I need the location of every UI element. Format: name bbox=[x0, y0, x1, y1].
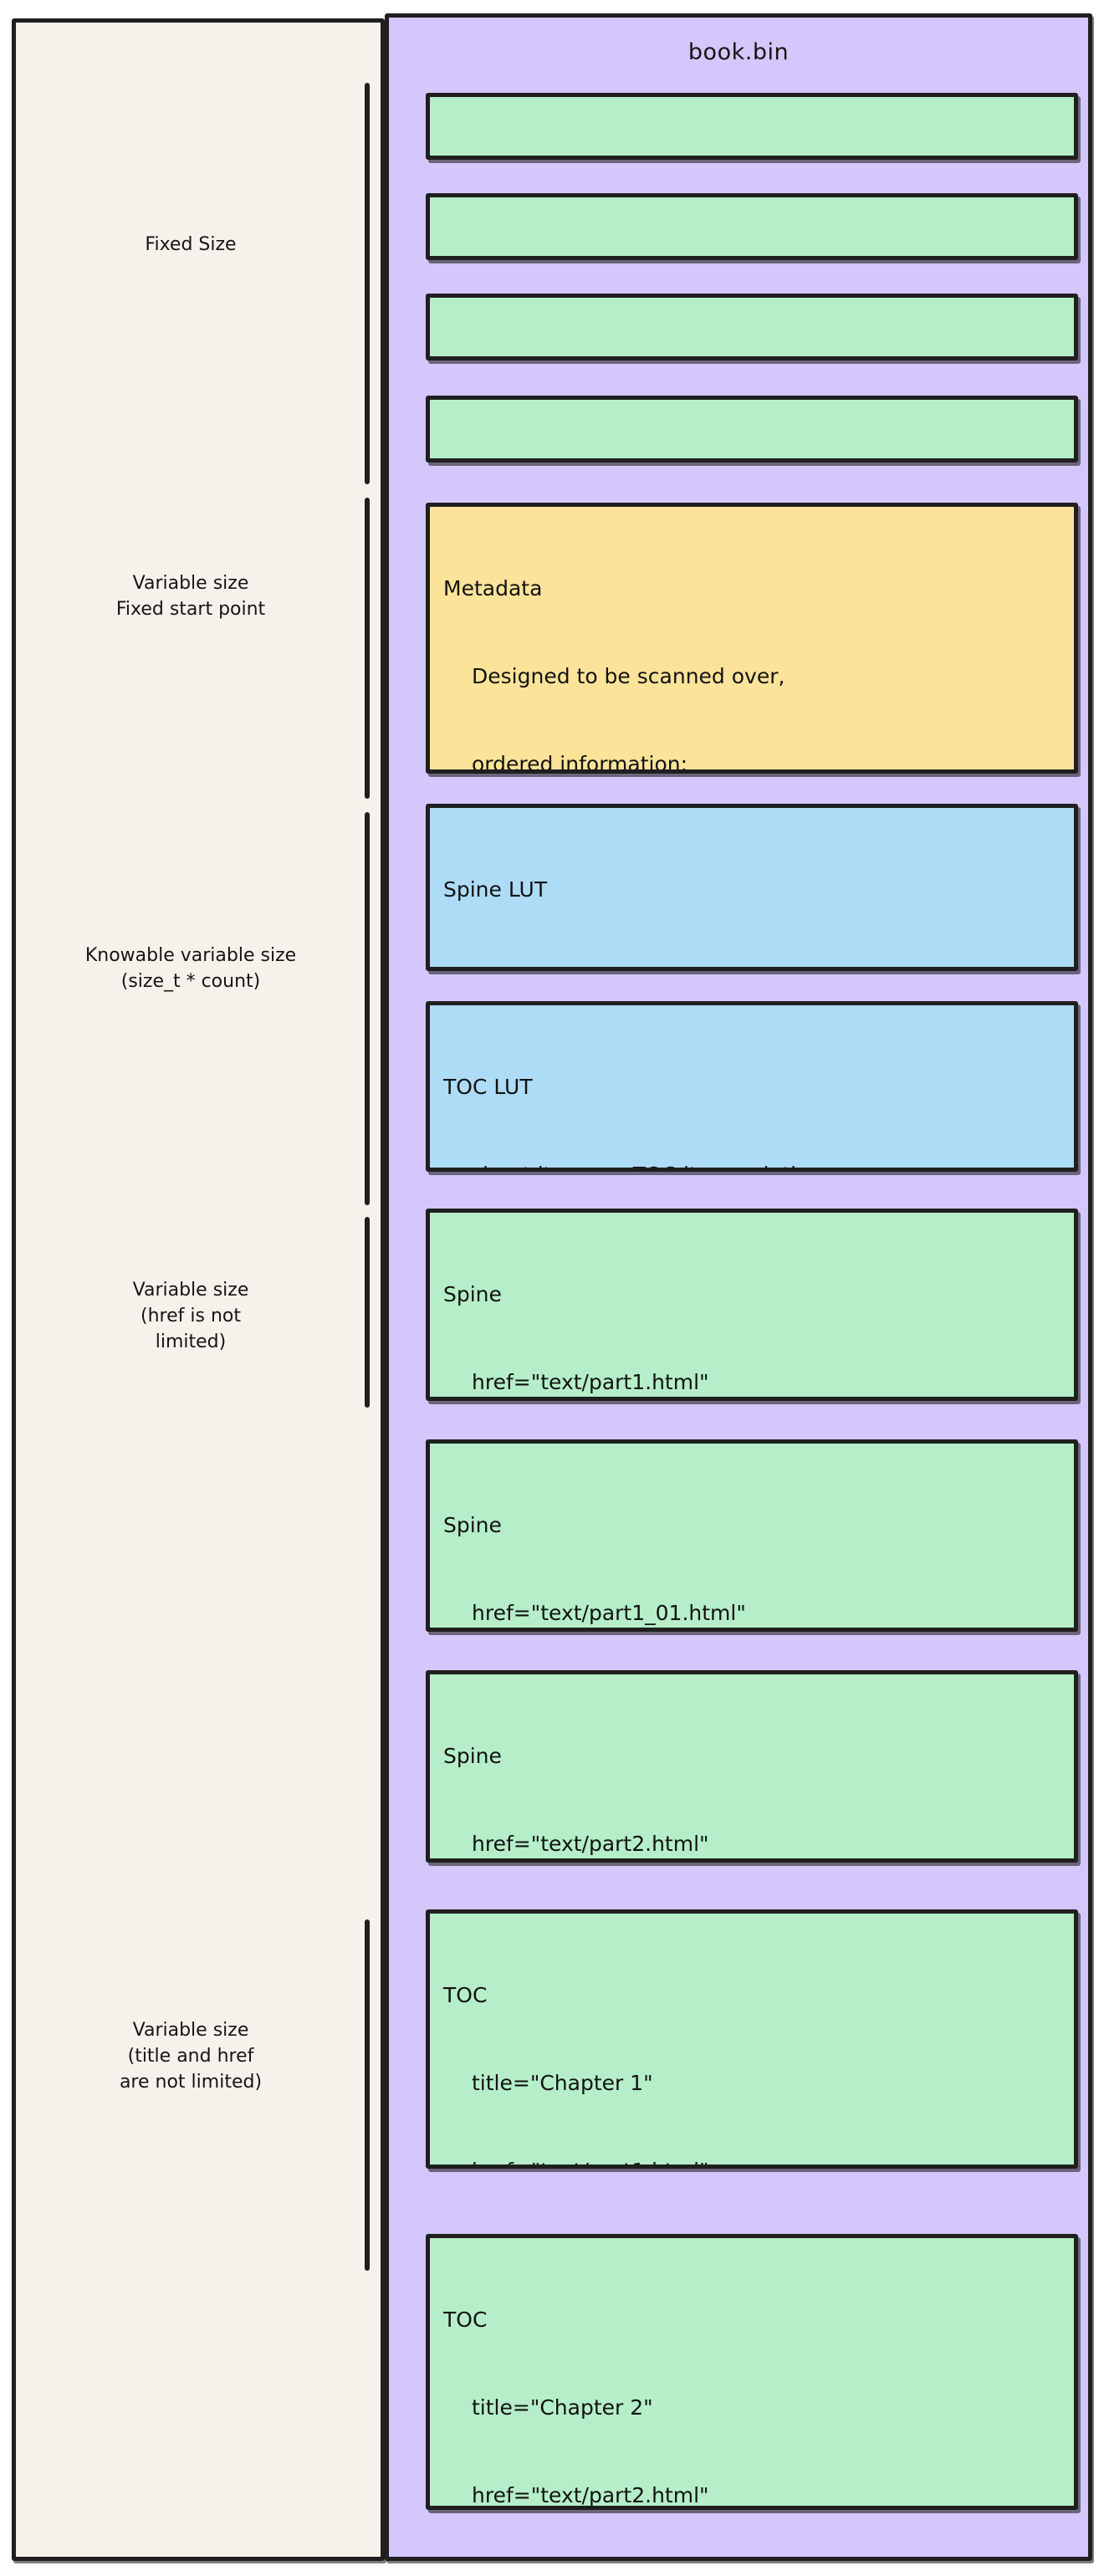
label-variable-href-line-1: Variable size bbox=[132, 1280, 249, 1301]
record-spine-2-href: href="text/part1_01.html" bbox=[472, 1601, 746, 1625]
record-spine-2: Spine href="text/part1_01.html" cumSize=… bbox=[426, 1439, 1078, 1632]
label-variable-title-href-line-1: Variable size bbox=[132, 2020, 249, 2041]
brace-variable-fixed-start bbox=[365, 498, 370, 799]
label-variable-href-line-2: (href is not bbox=[141, 1306, 241, 1326]
record-toc-2-title: TOC bbox=[443, 2308, 488, 2332]
record-lut-offset: LUT Offset bbox=[426, 193, 1078, 260]
label-knowable-variable: Knowable variable size (size_t * count) bbox=[28, 943, 354, 994]
label-knowable-variable-line-2: (size_t * count) bbox=[120, 971, 261, 992]
record-toc-1-href: href="text/part1.html" bbox=[443, 2156, 1062, 2165]
record-spine-1-href: href="text/part1.html" bbox=[472, 1370, 709, 1394]
brace-variable-title-href bbox=[365, 1919, 370, 2271]
record-spine-3-href: href="text/part2.html" bbox=[472, 1832, 709, 1856]
label-variable-fixed-start-line-2: Fixed start point bbox=[115, 599, 266, 620]
record-metadata-title: Metadata bbox=[443, 576, 543, 601]
label-variable-href-line-3: limited) bbox=[155, 1331, 227, 1352]
record-toc-lut-line-1: size_t item per TOC item pointing bbox=[443, 1160, 1062, 1168]
record-toc-2-title-attr: title="Chapter 2" bbox=[472, 2395, 653, 2420]
record-spine-1: Spine href="text/part1.html" cumSize=123… bbox=[426, 1209, 1078, 1401]
record-toc-count: TOC count bbox=[426, 396, 1078, 463]
record-spine-lut-title: Spine LUT bbox=[443, 877, 548, 902]
record-toc-lut: TOC LUT size_t item per TOC item pointin… bbox=[426, 1001, 1078, 1172]
brace-knowable-variable bbox=[365, 812, 370, 1205]
label-variable-title-href: Variable size (title and href are not li… bbox=[28, 2017, 354, 2095]
record-spine-3: Spine href="text/part2.html" cumSize=123… bbox=[426, 1670, 1078, 1863]
record-spine-lut-line-1: size_t item per spine item pointing bbox=[443, 963, 1062, 967]
record-spine-lut: Spine LUT size_t item per spine item poi… bbox=[426, 804, 1078, 971]
annotations-panel: Fixed Size Variable size Fixed start poi… bbox=[12, 18, 385, 2561]
page-title: book.bin bbox=[687, 39, 790, 65]
record-toc-1-title: TOC bbox=[443, 1983, 488, 2007]
record-spine-count: Spine count bbox=[426, 294, 1078, 360]
book-bin-panel: book.bin VERSION = 1 LUT Offset Spine co… bbox=[385, 13, 1092, 2561]
brace-fixed-size bbox=[365, 83, 370, 484]
label-fixed-size-line-1: Fixed Size bbox=[145, 234, 237, 255]
label-variable-title-href-line-3: are not limited) bbox=[119, 2072, 263, 2093]
brace-variable-href bbox=[365, 1217, 370, 1408]
record-spine-2-title: Spine bbox=[443, 1513, 502, 1537]
record-spine-3-title: Spine bbox=[443, 1744, 502, 1768]
label-variable-href: Variable size (href is not limited) bbox=[28, 1277, 354, 1355]
record-toc-1: TOC title="Chapter 1" href="text/part1.h… bbox=[426, 1909, 1078, 2169]
record-toc-2-href: href="text/part2.html" bbox=[472, 2483, 709, 2507]
record-version: VERSION = 1 bbox=[426, 93, 1078, 160]
label-fixed-size: Fixed Size bbox=[28, 232, 354, 258]
label-knowable-variable-line-1: Knowable variable size bbox=[84, 945, 297, 966]
record-metadata-line-1: Designed to be scanned over, bbox=[472, 664, 785, 688]
record-toc-1-title-attr: title="Chapter 1" bbox=[472, 2071, 653, 2095]
record-spine-1-title: Spine bbox=[443, 1282, 502, 1306]
label-variable-title-href-line-2: (title and href bbox=[127, 2046, 254, 2067]
record-toc-lut-title: TOC LUT bbox=[443, 1075, 533, 1099]
record-metadata-line-2: ordered information: bbox=[472, 752, 688, 774]
record-metadata: Metadata Designed to be scanned over, or… bbox=[426, 503, 1078, 774]
label-variable-fixed-start-line-1: Variable size bbox=[132, 573, 249, 594]
record-toc-2: TOC title="Chapter 2" href="text/part2.h… bbox=[426, 2234, 1078, 2510]
label-variable-fixed-start: Variable size Fixed start point bbox=[28, 570, 354, 622]
